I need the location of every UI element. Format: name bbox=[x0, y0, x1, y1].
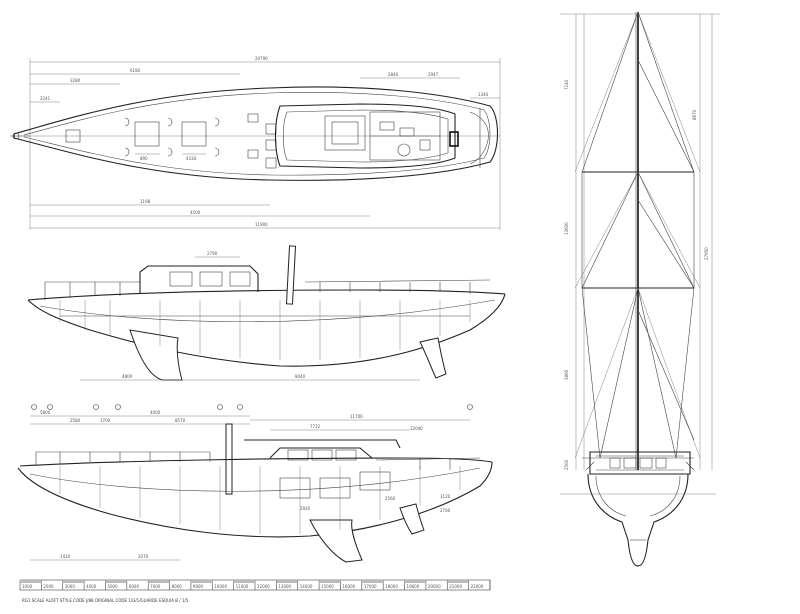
section-dim-1: 2580 bbox=[70, 418, 81, 423]
section-dim-13: 2070 bbox=[138, 554, 149, 559]
scale-segment bbox=[148, 580, 170, 583]
scale-tick-label: 12000 bbox=[257, 584, 270, 589]
deck-plan-view: 20790 6180 3280 2840 2947 2241 1340 bbox=[10, 56, 501, 230]
plan-dim-9: 1198 bbox=[140, 199, 151, 204]
interior-profile-view: 2790 4800 8440 bbox=[27, 245, 506, 381]
scale-tick-label: 5000 bbox=[107, 584, 118, 589]
scale-tick-label: 2000 bbox=[43, 584, 54, 589]
scale-segment bbox=[62, 580, 85, 583]
scale-tick-label: 22000 bbox=[471, 584, 484, 589]
section-dim-2: 1700 bbox=[100, 418, 111, 423]
plan-dim-5: 2241 bbox=[40, 96, 51, 101]
plan-dim-3: 2840 bbox=[388, 72, 399, 77]
scale-tick-label: 16000 bbox=[342, 584, 355, 589]
section-profile-view: 5800 2580 1700 4000 8570 7712 11706 2920… bbox=[17, 404, 493, 563]
scale-segment bbox=[319, 580, 341, 583]
scale-tick-label: 13000 bbox=[278, 584, 291, 589]
section-dim-4: 8570 bbox=[175, 418, 186, 423]
scale-tick-label: 6000 bbox=[129, 584, 140, 589]
section-dim-0: 5800 bbox=[40, 410, 51, 415]
rig-dim-mid: 13600 bbox=[564, 222, 569, 235]
profile-dim-fwd: 4800 bbox=[122, 374, 133, 379]
plan-dim-10: 4500 bbox=[190, 210, 201, 215]
plan-dim-1: 6180 bbox=[130, 68, 141, 73]
scale-tick-label: 19000 bbox=[407, 584, 420, 589]
profile-dim-house: 2790 bbox=[207, 251, 218, 256]
scale-segment bbox=[233, 580, 255, 583]
scale-tick-label: 21000 bbox=[449, 584, 462, 589]
section-dim-5: 7712 bbox=[310, 424, 321, 429]
plan-dim-8: 4330 bbox=[186, 156, 197, 161]
section-dim-8: 2560 bbox=[385, 496, 396, 501]
section-dim-12: 1410 bbox=[60, 554, 71, 559]
section-dim-11: 12040 bbox=[410, 426, 423, 431]
scale-tick-label: 17000 bbox=[364, 584, 377, 589]
scale-tick-label: 10000 bbox=[214, 584, 227, 589]
scale-segment bbox=[361, 580, 384, 583]
section-dim-9: 3120 bbox=[440, 494, 451, 499]
plan-dim-2: 3280 bbox=[70, 78, 81, 83]
footer-caption: RG1 SCALE ALOFT STYLE CODE J/88 ORIGINAL… bbox=[22, 598, 189, 603]
plan-dim-overall: 20790 bbox=[255, 56, 268, 61]
scale-segment bbox=[105, 580, 127, 583]
section-dim-6: 11706 bbox=[350, 414, 363, 419]
profile-dim-aft: 8440 bbox=[295, 374, 306, 379]
scale-segment bbox=[447, 580, 469, 583]
scale-tick-label: 8000 bbox=[172, 584, 183, 589]
scale-tick-label: 20000 bbox=[428, 584, 441, 589]
section-dim-3: 4000 bbox=[150, 410, 161, 415]
plan-dim-4: 2947 bbox=[428, 72, 439, 77]
scale-tick-label: 11000 bbox=[236, 584, 249, 589]
section-dim-7: 2920 bbox=[300, 506, 311, 511]
rig-dim-low: 3860 bbox=[564, 369, 569, 380]
scale-tick-label: 1000 bbox=[22, 584, 33, 589]
scale-segment bbox=[404, 580, 426, 583]
scale-tick-label: 18000 bbox=[385, 584, 398, 589]
scale-tick-label: 15000 bbox=[321, 584, 334, 589]
scale-tick-label: 14000 bbox=[300, 584, 313, 589]
scale-segment bbox=[276, 580, 298, 583]
scale-ticks: 1000 2000 3000 4000 5000 6000 7000 8000 9000 1000… bbox=[20, 580, 491, 590]
scale-tick-label: 4000 bbox=[86, 584, 97, 589]
scale-tick-label: 9000 bbox=[193, 584, 204, 589]
rig-dim-base: 2500 bbox=[564, 459, 569, 470]
scale-tick-label: 3000 bbox=[65, 584, 76, 589]
scale-tick-label: 7000 bbox=[150, 584, 161, 589]
plan-dim-6: 1340 bbox=[478, 92, 489, 97]
section-dim-10: 2760 bbox=[440, 508, 451, 513]
scale-bar: 1000 2000 3000 4000 5000 6000 7000 8000 9000 1000… bbox=[19, 579, 491, 603]
sail-plan-view: 7240 13600 27950 3860 8670 2500 bbox=[560, 11, 720, 567]
rig-dim-side: 8670 bbox=[692, 109, 697, 120]
scale-segment bbox=[190, 580, 213, 583]
scale-segment bbox=[20, 580, 42, 583]
rig-dim-overall: 27950 bbox=[704, 247, 709, 260]
plan-dim-11: 11900 bbox=[255, 222, 268, 227]
rig-dim-top: 7240 bbox=[564, 79, 569, 90]
plan-dim-7: 890 bbox=[140, 156, 148, 161]
